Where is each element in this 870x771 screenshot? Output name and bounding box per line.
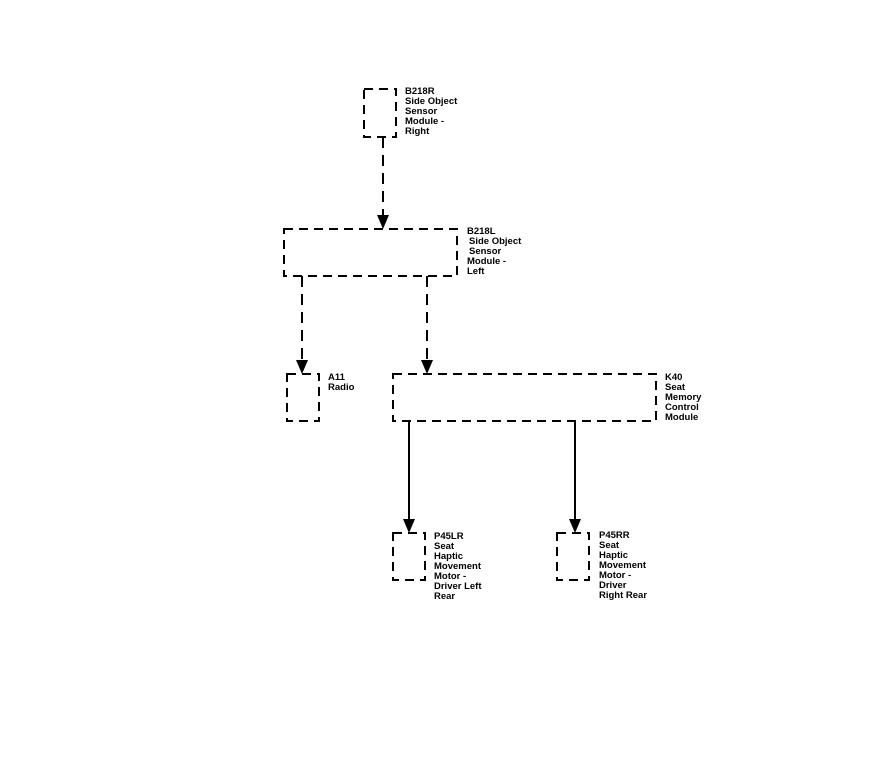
- module-box-p45rr: [556, 532, 590, 581]
- module-label-line: Control: [665, 402, 699, 413]
- module-label-line: Right Rear: [599, 590, 648, 601]
- module-label-line: Haptic: [599, 550, 629, 561]
- module-label-line: Left: [467, 266, 485, 277]
- arrowhead-k40: [421, 360, 433, 374]
- arrowhead-p45lr: [403, 519, 415, 533]
- module-label-line: Seat: [665, 382, 686, 393]
- module-label-line: Seat: [599, 540, 620, 551]
- module-label-b218l: B218L Side Object Sensor Module - Left: [467, 227, 521, 277]
- module-label-line: Side Object: [405, 96, 458, 107]
- arrowhead-p45rr: [569, 519, 581, 533]
- module-label-line: B218L: [467, 226, 496, 237]
- module-label-line: K40: [665, 372, 683, 383]
- arrowhead-a11: [296, 360, 308, 374]
- arrowhead-b218l: [377, 215, 389, 229]
- module-label-line: Driver: [599, 580, 627, 591]
- module-label-line: Motor -: [599, 570, 632, 581]
- module-label-line: Movement: [434, 561, 481, 572]
- module-label-line: Radio: [328, 382, 355, 393]
- module-label-line: P45LR: [434, 531, 464, 542]
- module-label-line: P45RR: [599, 530, 630, 541]
- module-box-p45lr: [392, 532, 426, 581]
- module-label-line: Memory: [665, 392, 702, 403]
- module-label-line: Haptic: [434, 551, 464, 562]
- module-label-line: Side Object: [469, 236, 522, 247]
- module-label-k40: K40 Seat Memory Control Module: [665, 373, 701, 423]
- module-label-line: Seat: [434, 541, 455, 552]
- module-box-a11: [286, 373, 320, 422]
- module-label-p45lr: P45LR Seat Haptic Movement Motor - Drive…: [434, 532, 482, 602]
- module-label-line: A11: [328, 372, 345, 383]
- module-label-line: Rear: [434, 591, 456, 602]
- module-box-b218r: [363, 88, 397, 138]
- module-label-line: Motor -: [434, 571, 467, 582]
- module-label-line: Driver Left: [434, 581, 482, 592]
- module-label-line: Module: [665, 412, 699, 423]
- module-box-k40: [392, 373, 657, 422]
- module-box-b218l: [283, 228, 458, 277]
- module-label-line: Sensor: [469, 246, 502, 257]
- module-label-line: Module -: [467, 256, 507, 267]
- module-label-line: Module -: [405, 116, 445, 127]
- module-label-line: B218R: [405, 86, 435, 97]
- module-label-b218r: B218R Side Object Sensor Module - Right: [405, 87, 457, 137]
- module-label-a11: A11 Radio: [328, 373, 354, 393]
- module-label-p45rr: P45RR Seat Haptic Movement Motor - Drive…: [599, 531, 647, 601]
- module-label-line: Right: [405, 126, 430, 137]
- module-label-line: Movement: [599, 560, 646, 571]
- module-label-line: Sensor: [405, 106, 438, 117]
